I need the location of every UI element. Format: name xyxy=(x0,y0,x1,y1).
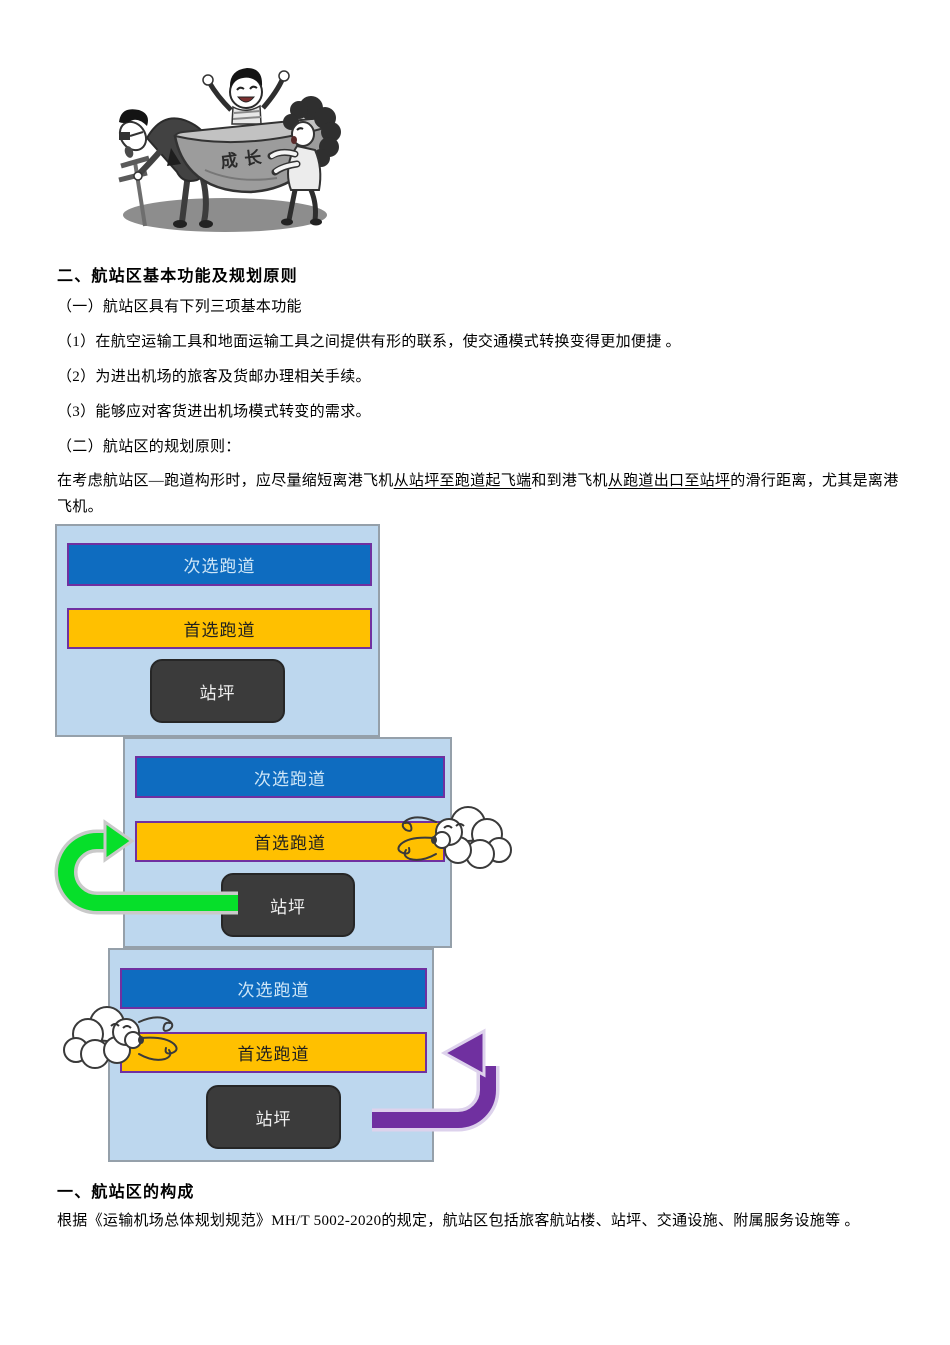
preferred-runway-bar: 首选跑道 xyxy=(67,608,372,649)
section-heading-functions: 二、航站区基本功能及规划原则 xyxy=(57,268,298,285)
preferred-runway-bar: 首选跑道 xyxy=(135,821,445,862)
paragraph-line: （1）在航空运输工具和地面运输工具之间提供有形的联系，使交通模式转换变得更加便捷… xyxy=(57,334,681,350)
section-heading-composition: 一、航站区的构成 xyxy=(57,1184,195,1201)
composition-paragraph: 根据《运输机场总体规划规范》MH/T 5002-2020的规定，航站区包括旅客航… xyxy=(57,1213,860,1229)
paragraph-line: （二）航站区的规划原则： xyxy=(57,439,241,455)
secondary-runway-bar: 次选跑道 xyxy=(135,756,445,798)
cartoon-shadow xyxy=(123,198,327,232)
secondary-runway-bar: 次选跑道 xyxy=(120,968,427,1009)
purple-uturn-arrow-icon xyxy=(372,1028,500,1132)
growth-cartoon-illustration: 成长 xyxy=(118,68,341,232)
boy-figure xyxy=(202,68,290,125)
paragraph-line: （2）为进出机场的旅客及货邮办理相关手续。 xyxy=(57,369,371,385)
apron-box: 站坪 xyxy=(150,659,285,723)
apron-box: 站坪 xyxy=(221,873,355,937)
text-segment: 在考虑航站区—跑道构形时，应尽量缩短离港飞机 xyxy=(57,473,394,489)
paragraph-line: （一）航站区具有下列三项基本功能 xyxy=(57,299,302,315)
underlined-segment: 从站坪至跑道起飞端 xyxy=(393,473,532,489)
mother-figure xyxy=(267,96,341,226)
text-segment: 的滑行距离，尤其是离港飞机。 xyxy=(57,473,899,515)
apron-box: 站坪 xyxy=(206,1085,341,1149)
wind-cloud-icon xyxy=(397,806,512,869)
paragraph-line: （3）能够应对客货进出机场模式转变的需求。 xyxy=(57,404,371,420)
wind-cloud-icon xyxy=(63,1006,178,1069)
planning-principle-paragraph: 在考虑航站区—跑道构形时，应尽量缩短离港飞机从站坪至跑道起飞端和到港飞机从跑道出… xyxy=(57,468,905,520)
underlined-segment: 从跑道出口至站坪 xyxy=(607,473,731,489)
text-segment: 和到港飞机 xyxy=(531,473,608,489)
green-uturn-arrow-icon xyxy=(54,819,238,915)
runway-diagram-panel-1: 次选跑道 首选跑道 站坪 xyxy=(55,524,380,737)
secondary-runway-bar: 次选跑道 xyxy=(67,543,372,586)
